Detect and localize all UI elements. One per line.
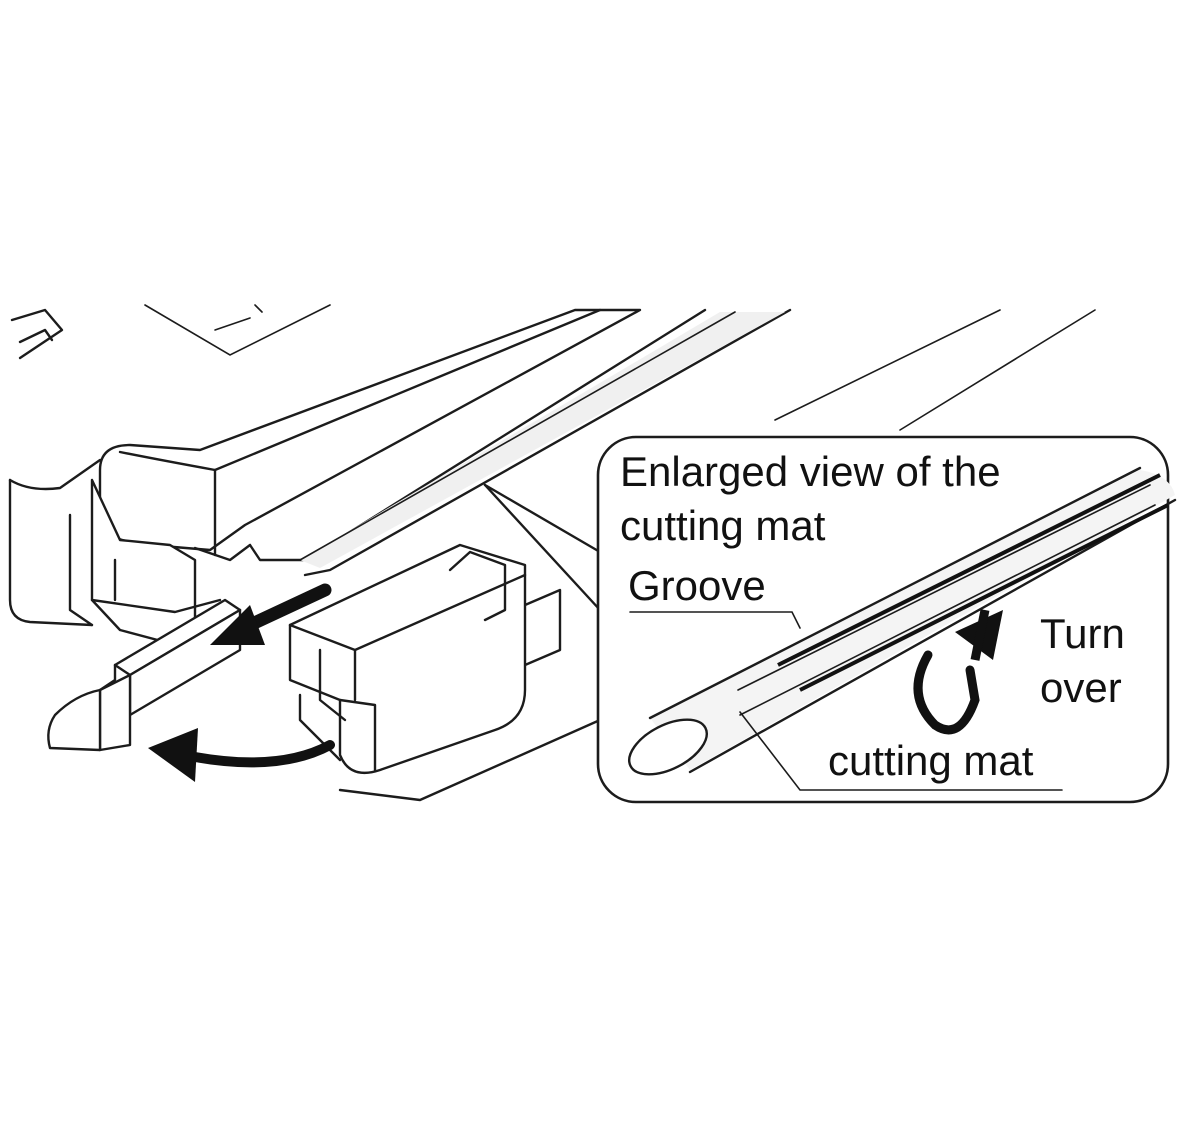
turn-over-arrow-icon [913, 609, 1003, 735]
cutting-mat-label: cutting mat [828, 737, 1034, 784]
cutting-mat-pulled [47, 598, 242, 752]
turn-label-line2: over [1040, 664, 1122, 711]
enlarged-cutting-mat [628, 466, 1177, 776]
callout-leader [483, 483, 602, 612]
callout-title-line1: Enlarged view of the [620, 448, 1001, 495]
swing-down-arrow-icon [148, 728, 335, 782]
slide-out-arrow-icon [210, 583, 332, 645]
enlarged-view-callout: Enlarged view of the cutting mat Groove … [596, 435, 1177, 804]
cutter-block [288, 543, 527, 775]
mat-leader-line [739, 711, 1063, 791]
turn-label-line1: Turn [1040, 610, 1125, 657]
cutter-rail [68, 308, 792, 652]
callout-title-line2: cutting mat [620, 502, 826, 549]
groove-leader-line [629, 611, 801, 629]
groove-label: Groove [628, 562, 766, 609]
machine-body [8, 304, 1096, 802]
